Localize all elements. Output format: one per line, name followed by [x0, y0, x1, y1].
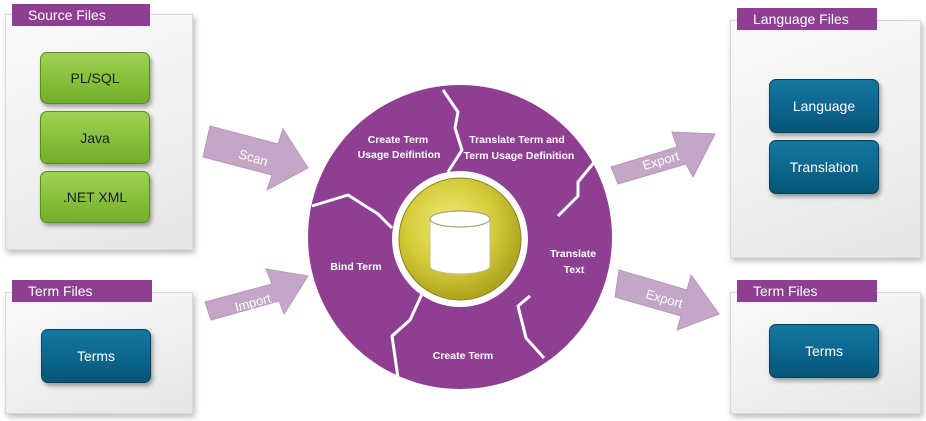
translation-box: Translation: [769, 140, 879, 194]
segment-translate-term-line2: Term Usage Definition: [464, 150, 575, 162]
language-files-title: Language Files: [737, 8, 877, 30]
segment-create-usage-line2: Usage Deifintion: [358, 149, 441, 161]
segment-translate-term-line1: Translate Term and: [469, 134, 565, 146]
java-box: Java: [40, 111, 150, 164]
net-xml-box: .NET XML: [40, 171, 150, 223]
divider-bottom-right: [516, 294, 546, 360]
scan-arrow: Scan: [202, 125, 309, 192]
segment-bind-term-label: Bind Term: [330, 261, 381, 273]
terms-right-box: Terms: [769, 324, 879, 378]
export-top-arrow: Export: [610, 131, 716, 185]
divider-top: [441, 89, 464, 173]
database-icon: [429, 210, 491, 275]
divider-bottom-left: [390, 293, 424, 379]
term-files-right-title: Term Files: [737, 280, 877, 302]
language-files-panel: [730, 20, 921, 258]
segment-translate-text-line1: Translate: [550, 248, 596, 260]
divider-right: [556, 159, 598, 218]
source-files-title: Source Files: [12, 4, 150, 26]
term-files-left-title: Term Files: [12, 280, 152, 302]
terms-left-box: Terms: [41, 329, 151, 383]
import-arrow: Import: [204, 268, 309, 321]
pl-sql-box: PL/SQL: [40, 52, 150, 104]
export-bottom-arrow: Export: [614, 269, 720, 331]
divider-left: [311, 193, 394, 230]
segment-create-term-label: Create Term: [433, 350, 494, 362]
segment-create-usage-line1: Create Term: [368, 134, 429, 146]
workflow-cycle: Create Term Usage Deifintion Translate T…: [308, 85, 612, 389]
language-box: Language: [769, 79, 879, 133]
segment-translate-text-line2: Text: [564, 264, 585, 276]
